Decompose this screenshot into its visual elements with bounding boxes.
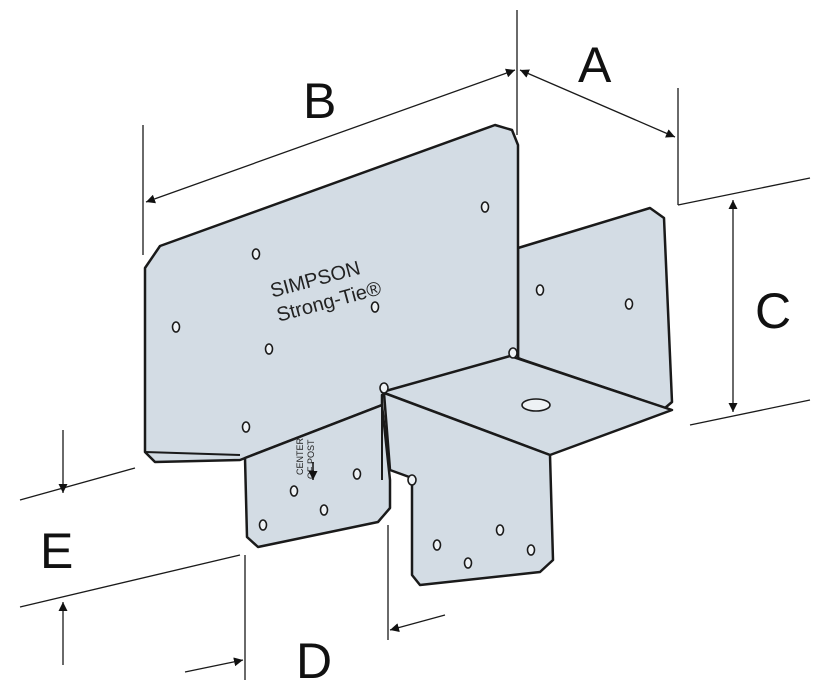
- right-tab: [382, 391, 555, 587]
- center-of-post-mark: CENTER OF POST: [295, 437, 316, 479]
- dimension-label-c: C: [755, 283, 791, 339]
- fastener-holes: [171, 201, 634, 569]
- left-tab: [243, 403, 392, 549]
- dimension-lines: [19, 10, 811, 680]
- dimension-label-d: D: [296, 633, 332, 689]
- center-line2: OF POST: [306, 439, 316, 479]
- dimension-label-e: E: [40, 523, 73, 579]
- dimension-label-b: B: [303, 73, 336, 129]
- dimension-label-a: A: [578, 37, 612, 93]
- center-line1: CENTER: [295, 437, 305, 475]
